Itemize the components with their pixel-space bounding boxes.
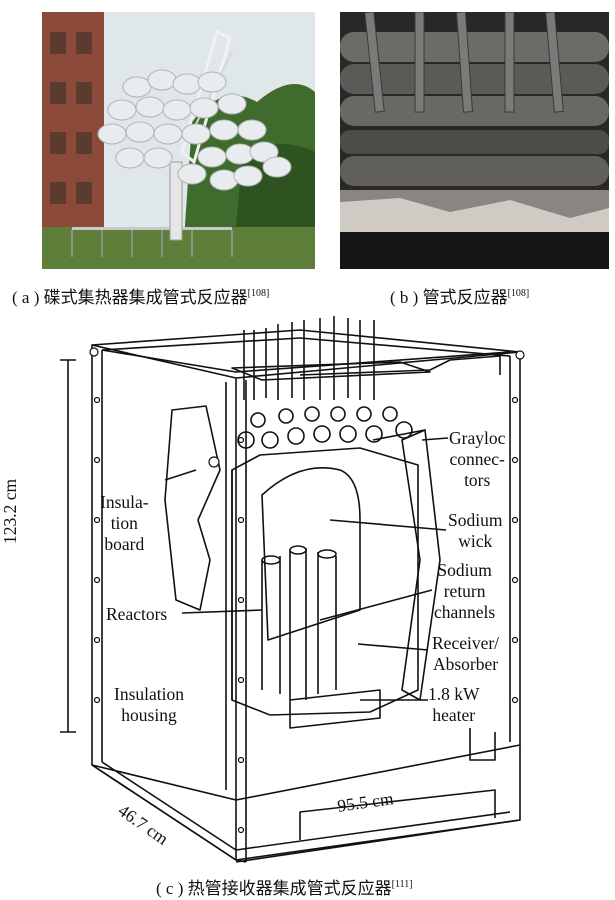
caption-c: ( c ) 热管接收器集成管式反应器[111] [156,874,413,899]
label-sodium-return-line2: return [443,581,486,601]
label-receiver-line1: Receiver/ [432,633,500,653]
label-grayloc-line3: tors [464,470,491,490]
label-heater: 1.8 kW heater [428,684,480,726]
caption-b-ref: [108] [507,288,530,299]
dish-collector-photo [42,12,315,269]
label-sodium-return-line1: Sodium [437,560,492,580]
label-receiver-absorber: Receiver/ Absorber [432,633,499,675]
label-sodium-return-line3: channels [434,602,496,622]
caption-c-text: 热管接收器集成管式反应器 [187,879,392,898]
caption-a: ( a ) 碟式集热器集成管式反应器[108] [12,283,269,308]
label-insulation-board-line3: board [104,534,145,554]
tubular-reactor-photo [340,12,609,269]
dimension-height: 123.2 cm [0,478,20,544]
caption-a-text: 碟式集热器集成管式反应器 [43,288,248,307]
label-insulation-board: Insula- tion board [100,492,149,555]
label-grayloc-line1: Grayloc [449,428,506,448]
label-receiver-line2: Absorber [432,654,499,674]
label-grayloc-connectors: Grayloc connec- tors [449,428,505,491]
caption-c-prefix: ( c ) [156,879,184,898]
label-insulation-housing: Insulation housing [114,684,184,726]
label-insulation-housing-line1: Insulation [114,684,184,704]
caption-a-ref: [108] [247,288,270,299]
label-insulation-housing-line2: housing [121,705,177,725]
caption-b-prefix: ( b ) [390,288,419,307]
label-heater-line2: heater [432,705,476,725]
label-sodium-return-channels: Sodium return channels [434,560,495,623]
caption-b-text: 管式反应器 [422,288,508,307]
caption-a-prefix: ( a ) [12,288,40,307]
caption-c-ref: [111] [391,879,413,890]
heat-pipe-receiver-diagram [60,316,525,863]
caption-b: ( b ) 管式反应器[108] [390,283,529,308]
label-sodium-wick: Sodium wick [448,510,502,552]
label-sodium-wick-line1: Sodium [448,510,503,530]
label-reactors: Reactors [106,604,168,624]
label-grayloc-line2: connec- [449,449,505,469]
label-heater-line1: 1.8 kW [428,684,480,704]
label-insulation-board-line1: Insula- [100,492,149,512]
label-insulation-board-line2: tion [110,513,138,533]
label-sodium-wick-line2: wick [458,531,493,551]
